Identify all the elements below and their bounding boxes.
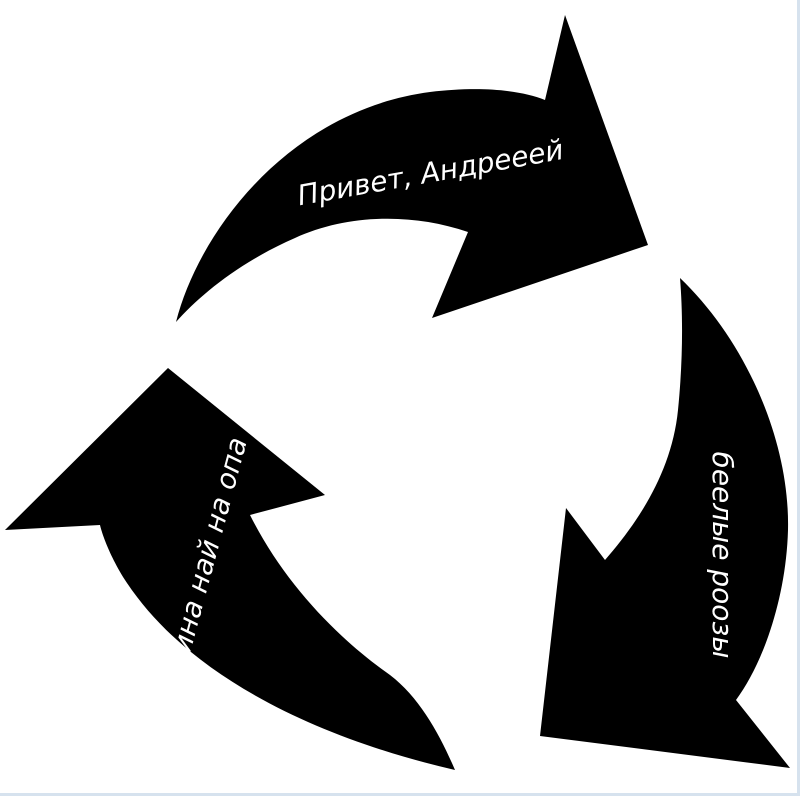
- right-arrow-label: беелые роозы: [706, 452, 739, 659]
- top-arrow: [176, 15, 648, 322]
- left-arrow: [5, 368, 455, 770]
- right-arrow: [540, 278, 790, 768]
